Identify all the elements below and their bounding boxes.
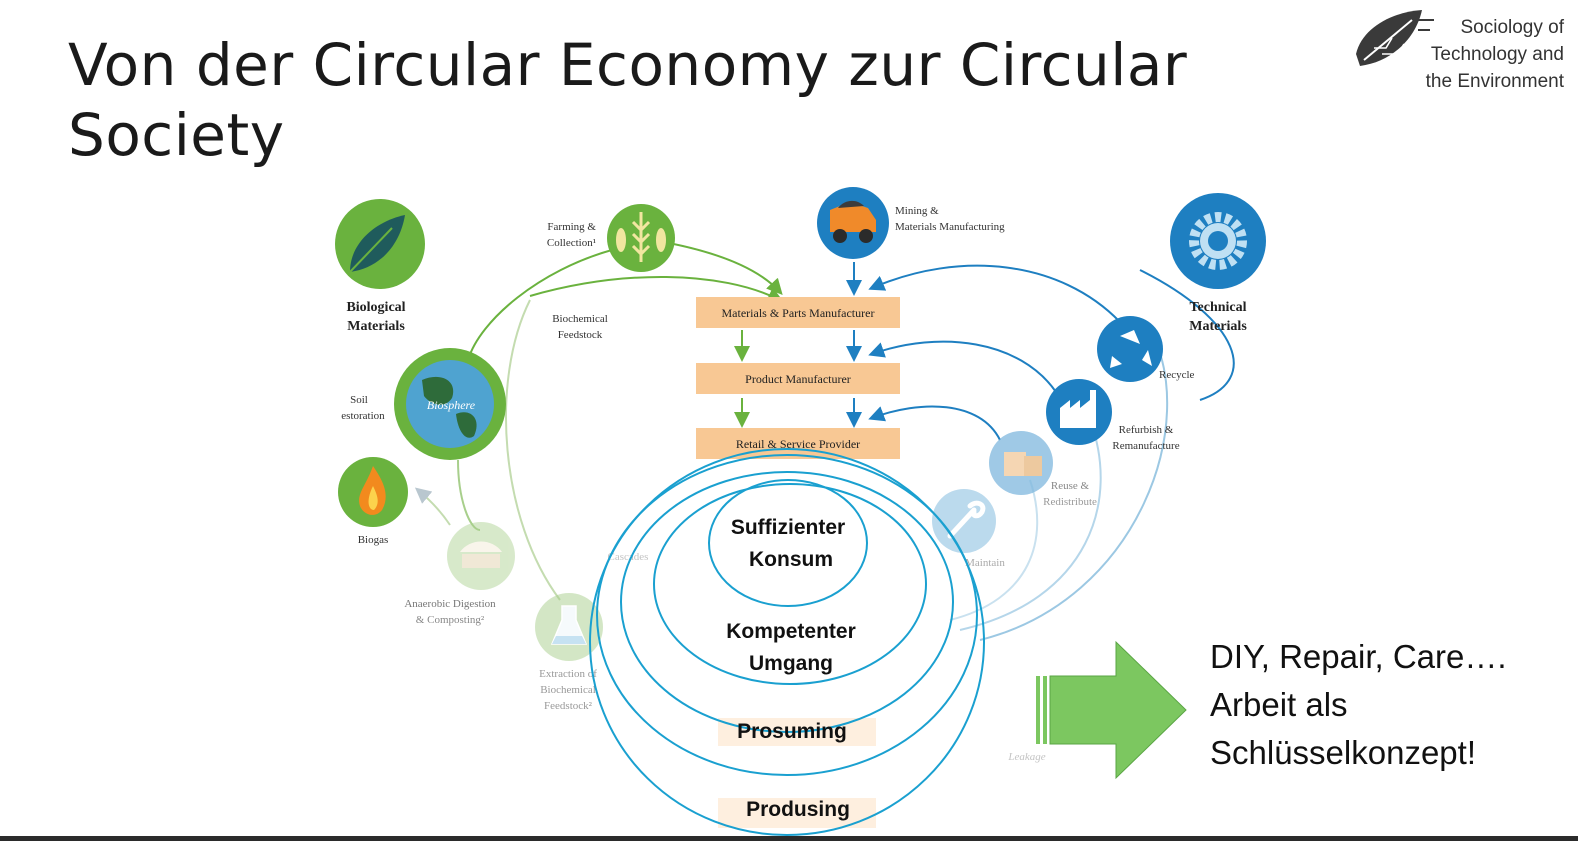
circle-label: Umgang [749,652,833,675]
chain-label: Materials & Parts Manufacturer [722,306,875,320]
circle-label: Prosuming [737,720,847,743]
biological-flow-lines [414,237,784,601]
logo-text: Sociology of Technology and the Environm… [1426,14,1564,95]
technical-flow-lines [846,262,1235,641]
institute-logo: Sociology of Technology and the Environm… [1352,8,1564,98]
reuse-label: Reuse & [1051,480,1090,492]
soil-label: estoration [341,410,385,422]
biosphere-node: Biosphere [394,348,506,460]
tech-header-line: Technical [1189,300,1246,315]
reuse-label: Redistribute [1043,496,1097,508]
refurbish-node: Refurbish & Remanufacture [1046,379,1180,452]
circle-kompetenter [653,483,927,685]
side-note-line: DIY, Repair, Care…. [1210,638,1507,675]
anaerobic-node [447,522,515,590]
refurbish-label: Refurbish & [1119,424,1174,436]
bottom-bar [0,836,1578,841]
maintain-label: Maintain [965,557,1005,569]
biological-materials-node: Biological Materials [335,199,425,334]
maintain-node [932,489,996,553]
chain-box [696,363,900,394]
green-right-arrow-icon [1036,640,1187,780]
chain-box [696,428,900,459]
biochemical-label: Feedstock [558,329,603,341]
farming-label: Farming & [547,221,596,233]
mining-label: Mining & [895,205,939,217]
biosphere-label: Biosphere [427,398,476,412]
circle-label: Produsing [746,798,850,821]
anaerobic-label: Anaerobic Digestion [404,598,496,610]
tech-header-line: Materials [1189,319,1247,334]
leakage-label: Leakage [1007,751,1045,763]
circle-labels: Suffizienter Konsum Kompetenter Umgang P… [726,516,856,821]
extraction-label: Biochemical [540,684,596,696]
bio-header-line: Biological [346,300,405,315]
mining-node: Mining & Materials Manufacturing [817,187,1005,259]
slide-title: Von der Circular Economy zur Circular So… [68,31,1188,169]
wrench-icon [932,489,996,553]
circle-label: Konsum [749,548,833,571]
biochemical-label: Biochemical [552,313,608,325]
extraction-node [535,593,603,661]
circle-suffizienter [708,479,868,607]
recycle-node: Recycle [1097,316,1195,382]
logo-line: the Environment [1425,71,1564,92]
circle-prosuming-outer [596,454,978,776]
logo-line: Technology and [1430,44,1564,65]
recycle-label: Recycle [1159,369,1195,381]
logo-leaf-icon [1356,10,1434,66]
refurbish-label: Remanufacture [1112,440,1179,452]
farming-node: Farming & Collection¹ [547,204,675,272]
circle-label: Suffizienter [731,516,845,539]
farming-label: Collection¹ [547,237,596,249]
side-note-line: Schlüsselkonzept! [1210,734,1476,771]
chain-label: Retail & Service Provider [736,437,860,451]
extraction-label: Feedstock² [544,700,593,712]
biogas-label: Biogas [358,534,389,546]
recycle-icon [1097,316,1163,382]
circle-label: Kompetenter [726,620,856,643]
bio-header-line: Materials [347,319,405,334]
logo-line: Sociology of [1460,17,1564,38]
extraction-label: Extraction of [539,668,597,680]
mining-label: Materials Manufacturing [895,221,1005,233]
chain-box [696,297,900,328]
nested-consumption-circles [589,448,985,836]
faded-box [718,798,876,828]
value-chain: Materials & Parts Manufacturer Product M… [696,297,900,459]
reuse-node [989,431,1053,495]
circle-prosuming-inner [620,471,954,733]
cascades-label: Cascades [608,551,649,563]
compost-icon [447,522,515,590]
anaerobic-label: & Composting² [416,614,485,626]
circle-produsing [589,448,985,836]
technical-materials-node: Technical Materials [1170,193,1266,334]
side-note-line: Arbeit als [1210,686,1348,723]
chain-label: Product Manufacturer [745,372,851,386]
biogas-node: Biogas [338,457,408,546]
side-note: DIY, Repair, Care…. Arbeit als Schlüssel… [1210,633,1507,777]
soil-label: Soil [350,394,368,406]
